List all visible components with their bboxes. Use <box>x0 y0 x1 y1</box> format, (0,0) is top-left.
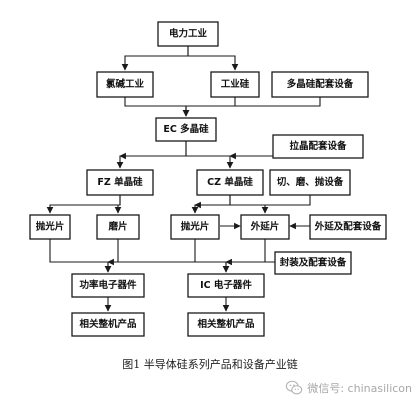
diagram-edges <box>46 46 321 312</box>
node-label: 抛光片 <box>36 221 65 233</box>
node-label: 封装及配套设备 <box>280 257 347 269</box>
node-label: 抛光片 <box>181 221 210 233</box>
edge-polished-left-to-power <box>49 239 112 273</box>
node-label: 拉晶配套设备 <box>289 140 347 152</box>
node-cut-grind-polish-equipment: 切、磨、抛设备 <box>269 169 351 196</box>
node-lapped-wafer: 磨片 <box>96 214 140 240</box>
node-ic-devices: IC 电子器件 <box>187 273 265 298</box>
watermark: 微信号: chinasilicon <box>285 379 412 397</box>
node-label: 外延片 <box>250 221 280 233</box>
node-label: 氯碱工业 <box>106 78 145 90</box>
edge-polysilicon-equipment-to-ec <box>182 97 321 117</box>
node-cz-monocrystal: CZ 单晶硅 <box>196 169 264 196</box>
node-complete-products-right: 相关整机产品 <box>187 312 265 337</box>
node-label: 相关整机产品 <box>197 318 254 330</box>
node-polished-wafer-left: 抛光片 <box>29 214 71 240</box>
node-label: CZ 单晶硅 <box>207 176 253 188</box>
node-polysilicon-equipment: 多晶硅配套设备 <box>271 71 369 98</box>
node-complete-products-left: 相关整机产品 <box>71 312 145 337</box>
wechat-icon <box>286 380 303 395</box>
edge-power-to-chlor-alkali <box>121 46 189 71</box>
edge-cut-equipment-to-polished-right <box>194 195 311 209</box>
node-label: 磨片 <box>107 221 127 233</box>
node-label: IC 电子器件 <box>200 279 252 291</box>
node-industrial-silicon: 工业硅 <box>210 71 260 98</box>
edge-ec-to-cz <box>185 141 234 169</box>
node-label: 功率电子器件 <box>79 279 137 291</box>
edge-polished-right-to-ic <box>194 239 230 273</box>
diagram-nodes: 电力工业 氯碱工业 工业硅 多晶硅配套设备 EC 多晶硅 拉晶配套设备 FZ 单… <box>29 21 387 337</box>
node-ec-polysilicon: EC 多晶硅 <box>155 117 217 142</box>
node-chlor-alkali: 氯碱工业 <box>96 71 154 98</box>
edge-cz-to-polished-right <box>191 195 231 214</box>
node-polished-wafer-right: 抛光片 <box>170 214 220 240</box>
watermark-text: 微信号: chinasilicon <box>307 382 412 395</box>
edge-fz-to-polished-left <box>46 195 121 214</box>
node-epitaxial-wafer: 外延片 <box>240 214 290 240</box>
edge-ec-to-fz <box>116 141 187 169</box>
node-label: 工业硅 <box>221 78 250 90</box>
edge-chlor-alkali-to-ec <box>124 97 190 117</box>
node-epitaxy-equipment: 外延及配套设备 <box>309 214 387 240</box>
node-power-devices: 功率电子器件 <box>71 273 145 298</box>
node-label: 多晶硅配套设备 <box>287 78 354 90</box>
node-label: 电力工业 <box>169 28 208 40</box>
node-label: 外延及配套设备 <box>314 221 382 233</box>
figure-caption: 图1 半导体硅系列产品和设备产业链 <box>122 358 298 371</box>
node-power-industry: 电力工业 <box>157 21 219 47</box>
node-label: 相关整机产品 <box>79 318 136 330</box>
node-label: FZ 单晶硅 <box>97 176 143 188</box>
edge-lapped-to-power <box>104 239 119 273</box>
node-fz-monocrystal: FZ 单晶硅 <box>86 169 154 196</box>
node-label: EC 多晶硅 <box>163 123 209 135</box>
edge-fz-to-lapped <box>114 195 122 214</box>
node-label: 切、磨、抛设备 <box>277 176 344 188</box>
node-packaging-equipment: 封装及配套设备 <box>274 251 352 275</box>
edge-power-to-industrial-silicon <box>187 46 239 71</box>
edge-cz-to-epitaxial <box>229 195 269 214</box>
edge-epitaxial-to-ic <box>222 239 266 273</box>
node-crystal-pulling-equipment: 拉晶配套设备 <box>272 134 364 159</box>
